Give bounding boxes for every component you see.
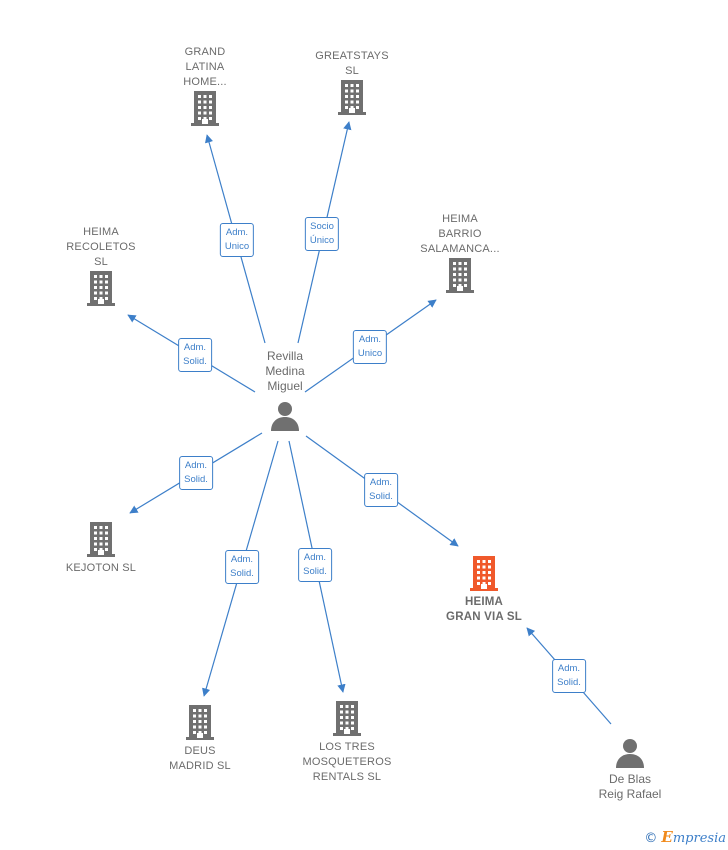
empresia-footer[interactable]: ©Empresia: [644, 828, 726, 846]
person-label: De Blas Reig Rafael: [598, 772, 662, 801]
person-icon: [271, 402, 299, 431]
relation-label: Adm. Solid.: [225, 550, 259, 584]
company-label: HEIMA BARRIO SALAMANCA...: [420, 213, 500, 255]
relation-label: Adm. Solid.: [364, 473, 398, 507]
company-grand-latina-home[interactable]: GRAND LATINA HOME...: [135, 45, 275, 126]
relation-label: Adm. Solid.: [298, 548, 332, 582]
company-label: GRAND LATINA HOME...: [183, 46, 227, 88]
company-label: LOS TRES MOSQUETEROS RENTALS SL: [302, 741, 392, 783]
relation-label: Adm. Solid.: [552, 659, 586, 693]
person-label: Revilla Medina Miguel: [265, 349, 305, 393]
relation-label: Socio Único: [304, 217, 340, 251]
company-heima-recoletos[interactable]: HEIMA RECOLETOS SL: [31, 225, 171, 306]
relation-label: Adm. Unico: [352, 330, 388, 364]
brand-name: mpresia: [672, 831, 726, 846]
building-icon: [87, 522, 115, 557]
building-icon: [446, 258, 474, 293]
company-heima-gran-via[interactable]: HEIMA GRAN VIA SL: [414, 555, 554, 625]
relation-label: Adm. Solid.: [179, 456, 213, 490]
building-icon-focus: [470, 556, 498, 591]
company-label: GREATSTAYS SL: [315, 50, 389, 77]
person-icon: [616, 739, 644, 768]
company-label: HEIMA GRAN VIA SL: [446, 596, 522, 623]
company-heima-barrio-salamanca[interactable]: HEIMA BARRIO SALAMANCA...: [390, 212, 530, 293]
company-greatstays[interactable]: GREATSTAYS SL: [282, 49, 422, 115]
building-icon: [186, 705, 214, 740]
relation-label: Adm. Solid.: [178, 338, 212, 372]
company-deus-madrid[interactable]: DEUS MADRID SL: [130, 704, 270, 774]
company-label: KEJOTON SL: [65, 562, 137, 574]
company-label: HEIMA RECOLETOS SL: [66, 226, 136, 268]
company-los-tres-mosqueteros[interactable]: LOS TRES MOSQUETEROS RENTALS SL: [277, 700, 417, 785]
building-icon: [333, 701, 361, 736]
person-de-blas-reig-rafael[interactable]: De Blas Reig Rafael: [560, 737, 700, 802]
brand-initial: E: [661, 828, 673, 846]
relation-label: Adm. Unico: [219, 223, 255, 257]
building-icon: [191, 91, 219, 126]
company-kejoton[interactable]: KEJOTON SL: [31, 521, 171, 576]
person-revilla-medina-miguel[interactable]: Revilla Medina Miguel: [215, 349, 355, 432]
building-icon: [338, 80, 366, 115]
building-icon: [87, 271, 115, 306]
copyright-symbol: ©: [644, 831, 658, 846]
company-label: DEUS MADRID SL: [169, 745, 231, 772]
